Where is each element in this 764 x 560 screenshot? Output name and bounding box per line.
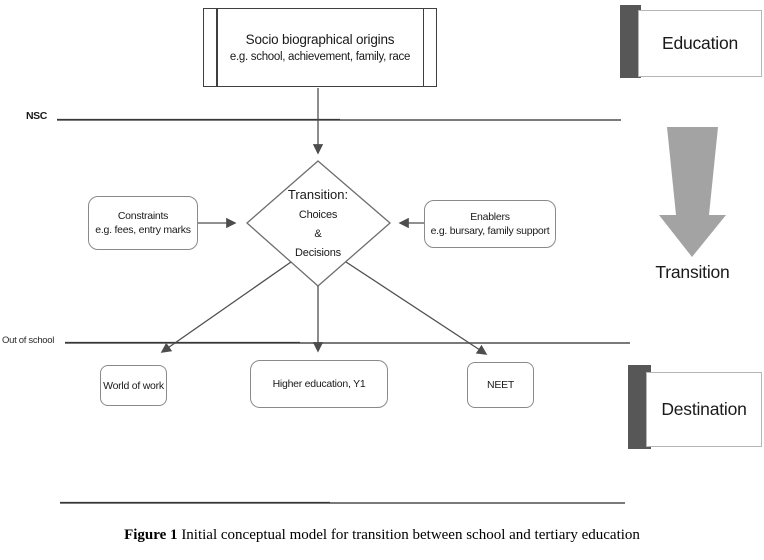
- constraints-box: Constraints e.g. fees, entry marks: [88, 196, 198, 250]
- connector-diamond-to-neet: [345, 261, 488, 355]
- figure-caption: Figure 1 Initial conceptual model for tr…: [0, 527, 764, 544]
- origin-box-inner-line-left: [216, 9, 218, 86]
- origin-box: Socio biographical origins e.g. school, …: [203, 8, 437, 87]
- decision-diamond-text: Transition: Choices & Decisions: [252, 187, 384, 259]
- connector-diamond-to-work: [160, 261, 292, 353]
- origin-box-title: Socio biographical origins: [245, 32, 395, 47]
- outcome-label: World of work: [103, 379, 164, 392]
- down-arrow-icon: [659, 127, 726, 257]
- enablers-subtitle: e.g. bursary, family support: [430, 225, 550, 237]
- diamond-choices: Choices: [298, 209, 338, 221]
- origin-box-inner-line-right: [422, 9, 424, 86]
- origin-box-subtitle: e.g. school, achievement, family, race: [229, 51, 411, 63]
- education-stage-bar: [620, 5, 641, 78]
- outcome-box-world-of-work: World of work: [100, 365, 167, 406]
- constraints-title: Constraints: [117, 210, 169, 222]
- diamond-decisions: Decisions: [295, 247, 341, 259]
- enablers-box: Enablers e.g. bursary, family support: [424, 200, 556, 248]
- transition-stage-label: Transition: [655, 262, 730, 282]
- outcome-box-higher-education: Higher education, Y1: [250, 360, 388, 408]
- nsc-boundary-label: NSC: [26, 110, 47, 122]
- enablers-title: Enablers: [470, 211, 510, 223]
- outcome-label: NEET: [486, 379, 514, 391]
- outcome-label: Higher education, Y1: [272, 378, 366, 390]
- outcome-box-neet: NEET: [467, 362, 534, 408]
- out-of-school-boundary-label: Out of school: [2, 335, 55, 346]
- destination-stage-label: Destination: [646, 372, 762, 447]
- figure-caption-label: Figure 1: [124, 527, 178, 543]
- destination-stage-bar: [628, 365, 651, 449]
- education-stage-label: Education: [638, 10, 762, 77]
- diamond-title: Transition:: [287, 187, 349, 202]
- figure-caption-text: Initial conceptual model for transition …: [177, 527, 640, 543]
- diamond-ampersand: &: [314, 228, 322, 240]
- constraints-subtitle: e.g. fees, entry marks: [95, 224, 191, 236]
